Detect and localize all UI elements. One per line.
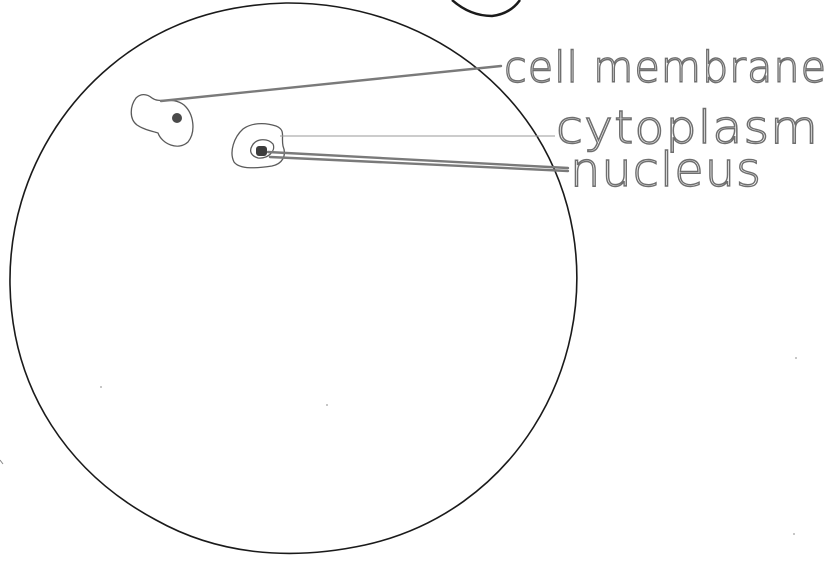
speck [326, 404, 328, 406]
edge-mark [0, 460, 3, 464]
speck [793, 533, 795, 535]
leader-nucleus [268, 152, 568, 171]
small-cell-sketch [131, 95, 193, 147]
leader-cell-membrane [161, 66, 501, 101]
detail-cell-outline [232, 124, 284, 168]
speck [795, 357, 797, 359]
speck [100, 386, 102, 388]
small-cell-nucleus [172, 113, 182, 123]
detail-cell-sketch [232, 124, 284, 168]
label-nucleus: nucleus [570, 143, 762, 198]
label-cell-membrane: cell membrane [504, 43, 827, 93]
cell-outline [10, 3, 577, 553]
top-arc-fragment [452, 0, 520, 16]
detail-cell-nucleus [256, 146, 267, 156]
small-cell-outline [131, 95, 193, 147]
